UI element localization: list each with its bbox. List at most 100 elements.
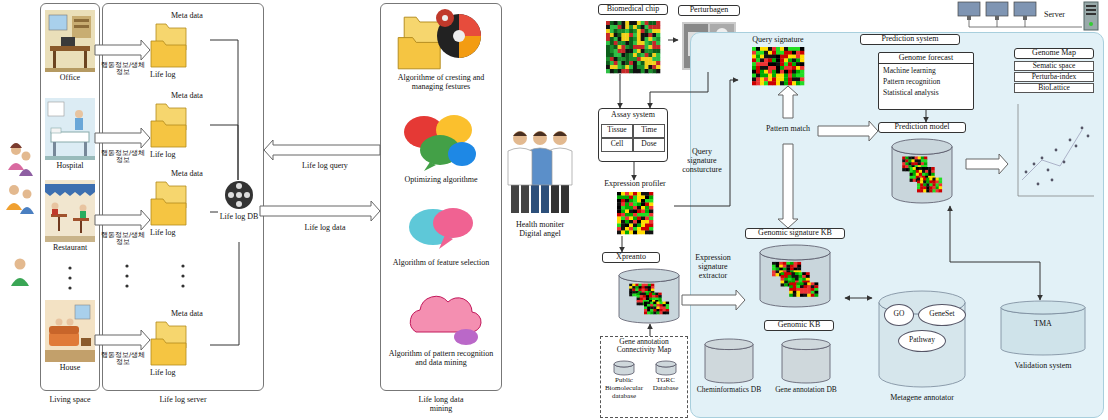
node-detail: Perturba-index (1014, 72, 1094, 82)
node-label: Cheminformatics DB (696, 386, 762, 394)
text-slot: Pathway (899, 336, 945, 344)
text-slot: Meta data (171, 92, 210, 101)
knowledge-base: Genomic KBCheminformatics DBGene annotat… (692, 320, 846, 416)
text-slot: 행동정보/생체정보 (98, 150, 148, 165)
edge-label: Expression signature extractor (684, 254, 742, 281)
node-label: Optimizing algorithme (385, 176, 497, 185)
text-slot: Office (41, 74, 99, 83)
node-illustration (613, 360, 635, 376)
node-label: Assay system (599, 111, 667, 120)
text-slot: Living space (20, 396, 120, 405)
node-label: GO (885, 310, 913, 318)
block-arrow (264, 140, 380, 160)
connector-line (210, 242, 239, 345)
annotator-cylinder: Metagene annotatorGOGeneSetPathway (872, 290, 972, 416)
text-slot: Cheminformatics DB (696, 386, 762, 394)
node-detail: Machine learning (883, 67, 971, 75)
node-detail: BioLattice (1014, 83, 1094, 93)
place-scene: House (45, 300, 95, 380)
text-slot: Algorithm of pattern recognition and dat… (385, 350, 497, 368)
doctor-figure: Health moniter Digital angel (504, 125, 576, 250)
text-slot: Expression signature extractor (684, 254, 742, 281)
node-illustration (150, 103, 188, 149)
edge-label: 행동정보/생체정보 (98, 150, 148, 165)
place-scene: Office (45, 10, 95, 90)
block-arrow (95, 40, 150, 60)
connector-line (668, 40, 678, 41)
node-label: GeneSet (919, 310, 965, 318)
text-slot: Pattern match (758, 125, 818, 134)
term-ellipse: GeneSet (918, 304, 966, 326)
connector-line (926, 110, 927, 122)
text-slot: Perturbagen (678, 5, 740, 16)
text-slot: Server (1044, 11, 1080, 20)
text-slot: Tissue (602, 126, 632, 134)
block-arrow (95, 128, 150, 148)
text-slot: Pattern recognition (883, 78, 971, 86)
algorithm-item: Algorithm of feature selection (385, 205, 497, 287)
validation-cylinder: TMAValidation system (990, 300, 1096, 396)
text-slot: Time (634, 126, 664, 134)
block-arrow (682, 290, 745, 310)
node-illustration (224, 180, 254, 210)
node-illustration (45, 98, 95, 160)
node-illustration (504, 125, 576, 217)
text-slot: Sematic space (1014, 61, 1094, 71)
connector-line (620, 74, 621, 108)
server-icon: Server (1044, 2, 1104, 30)
node-label: Perturbagen (678, 5, 740, 16)
database-reel: Life log DB (218, 180, 260, 242)
node-label: Health moniter Digital angel (504, 221, 576, 239)
node-detail: Statistical analysis (883, 89, 971, 97)
text-slot: Genomic signature KB (745, 228, 845, 239)
node-label: Gene annotation DB (770, 386, 842, 394)
connector-line (650, 324, 651, 336)
node-illustration (704, 338, 754, 384)
node-illustration (400, 112, 482, 172)
block-arrow (95, 210, 150, 230)
node-label: Algorithm of pattern recognition and dat… (385, 350, 497, 368)
text-slot: Meta data (171, 310, 210, 319)
text-slot: TGRC Database (645, 377, 686, 393)
node-label: Prediction model (878, 122, 966, 133)
region-panel: Living spaceOfficeHospitalRestaurantHous… (40, 3, 100, 391)
node-illustration (45, 10, 95, 72)
node-label: Meta data (171, 12, 210, 21)
text-slot: Hospital (41, 162, 99, 171)
node-detail: Pattern recognition (883, 78, 971, 86)
text-slot: Optimizing algorithme (385, 176, 497, 185)
connector-line (210, 212, 218, 213)
node-label: Genome Map (1014, 48, 1094, 59)
text-slot: Algorithm of feature selection (385, 259, 497, 268)
text-slot: Query signature (738, 36, 818, 45)
text-slot: Statistical analysis (883, 89, 971, 97)
node-label: Genomic signature KB (745, 228, 845, 239)
node-illustration (781, 338, 831, 384)
edge-label: 행동정보/생체정보 (98, 232, 148, 247)
text-slot: Gene annotation Connectivity Map (601, 338, 687, 355)
assay-box: Assay systemTissueTimeCellDose (598, 108, 668, 162)
text-slot: Assay system (599, 111, 667, 120)
text-slot: Biomedical chip (598, 4, 668, 15)
edge-label: Query signature consturcture (678, 148, 726, 175)
connector-line (650, 72, 708, 108)
edge-label: Life log query (282, 162, 368, 171)
node-detail: Sematic space (1014, 61, 1094, 71)
node-detail: Life log (150, 71, 206, 80)
connector-line (210, 40, 238, 180)
node-illustration (405, 205, 477, 255)
node-label: Office (41, 74, 99, 83)
text-slot: Genome forecast (879, 54, 973, 64)
node-label: Dose (634, 140, 664, 148)
node-label: Time (634, 126, 664, 134)
node-label: Life long data mining (411, 396, 471, 414)
text-slot: TMA (1000, 320, 1086, 329)
signature-image: Query signature (738, 36, 818, 86)
node-label: Expression profiler (596, 180, 674, 189)
node-label: Pathway (899, 336, 945, 344)
computer-icons (958, 2, 1082, 27)
text-slot: Life log (150, 369, 206, 378)
node-label: Server (1044, 11, 1080, 20)
text-slot: Prediction system (860, 34, 960, 45)
